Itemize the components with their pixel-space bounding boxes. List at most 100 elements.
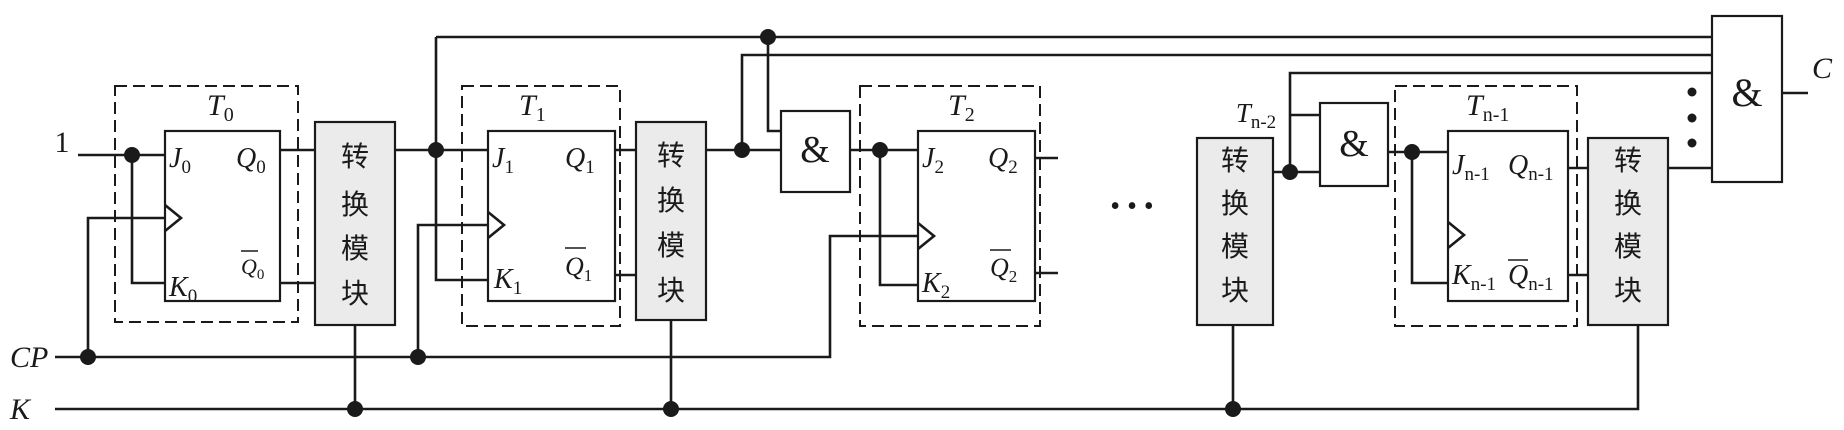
converter-char: 模 [1221,230,1249,263]
t1-j-base: J [492,143,506,174]
and-gate-1 [779,109,852,194]
tn1-j-base: J [1452,150,1466,181]
t2-qbar-sub: 2 [1009,267,1018,286]
cp-to-clk1 [416,223,488,357]
tn1-q-sub: n-1 [1528,164,1553,185]
t2-flipflop [916,129,1037,303]
converter-label-n-1: 转 换 模 块 [1614,144,1642,307]
t2-qbar-base: Q [990,253,1009,282]
converter-char: 转 [1614,144,1642,177]
t1-qbar-label: Q1 [565,252,592,285]
junction-dot [1282,164,1298,180]
clock-triangle-icon [917,221,937,251]
converter-char: 转 [657,139,685,172]
junction-dot [1404,144,1420,160]
t0-k-sub: 0 [188,286,198,307]
t2-group-box [859,85,1041,327]
tn1-j-label: Jn-1 [1452,150,1490,185]
clock-triangle-icon [1447,220,1467,250]
converter-char: 块 [341,277,369,310]
junction-dot [124,147,140,163]
t1-q-base: Q [565,143,585,174]
cp-bus [55,234,918,359]
clock-triangle-icon [487,210,507,240]
final-and-gate-symbol: & [1731,70,1762,115]
converter-char: 换 [341,188,369,221]
t1-k-sub: 1 [513,278,523,299]
converter-char: 换 [1614,187,1642,220]
input-one-label: 1 [55,126,70,159]
converter-char: 转 [1221,144,1249,177]
junction-dot [410,349,426,365]
j0-k0-tie [130,155,165,285]
converter-module-1 [634,120,708,322]
top-tap [766,37,781,133]
and-gate-2 [1318,101,1390,188]
horizontal-ellipsis: • • • [1110,191,1153,222]
converter-label-1: 转 换 模 块 [657,139,685,307]
t0-title: T0 [207,89,234,126]
k-label: K [9,393,32,426]
t1-title-base: T [519,89,538,122]
t1-j-label: J1 [492,143,514,178]
t0-q-sub: 0 [256,157,266,178]
tn1-k-label: Kn-1 [1451,260,1496,295]
t2-j-base: J [922,143,936,174]
tn2-label-base: T [1236,98,1253,128]
tn1-qbar-sub: n-1 [1528,274,1553,295]
tn1-title-base: T [1466,89,1485,122]
converter-char: 换 [1221,187,1249,220]
t1-q-sub: 1 [585,157,595,178]
tn1-qbar-label: Qn-1 [1508,260,1554,295]
t0-qbar-label: Q0 [241,254,264,283]
t1-title: T1 [519,89,546,126]
converter-char: 换 [657,184,685,217]
tn1-qbar-base: Q [1508,260,1528,291]
t0-j-sub: 0 [181,157,191,178]
t2-j-label: J2 [922,143,944,178]
tn1-title: Tn-1 [1466,89,1509,126]
tn1-title-sub: n-1 [1483,104,1510,126]
junction-dot [428,142,444,158]
final-and-gate [1710,14,1784,184]
t1-qbar-base: Q [565,252,584,281]
t0-group-box [114,85,299,323]
tn1-group-box [1394,85,1578,327]
t0-k-base: K [168,272,189,303]
t2-title-sub: 2 [965,104,975,126]
t0-q-label: Q0 [236,143,266,178]
tn1-j-sub: n-1 [1464,164,1489,185]
and-gate-2-symbol: & [1339,123,1369,165]
junction-dots [80,29,1420,417]
t0-flipflop [163,129,282,303]
and-gate-1-symbol: & [800,129,830,171]
converter-char: 模 [341,232,369,265]
t0-qbar-base: Q [241,254,257,279]
t1-q-label: Q1 [565,143,595,178]
t2-q-label: Q2 [988,143,1018,178]
t0-j-label: J0 [169,143,191,178]
tn1-k-sub: n-1 [1471,274,1496,295]
t1-k-label: K1 [493,264,522,299]
junction-dot [1225,401,1241,417]
t2-q-sub: 2 [1008,157,1018,178]
top-wire-3 [1288,71,1712,172]
t2-k-label: K2 [921,268,950,303]
converter-char: 模 [657,229,685,262]
t1-flipflop [486,129,617,303]
tn2-label: Tn-2 [1236,98,1276,133]
t1-title-sub: 1 [536,104,546,126]
wires [55,35,1808,411]
converter-label-n-2: 转 换 模 块 [1221,144,1249,307]
t0-title-sub: 0 [224,104,234,126]
junction-dot [347,401,363,417]
junction-dot [760,29,776,45]
t2-k-sub: 2 [941,282,951,303]
t0-qbar-sub: 0 [257,267,265,283]
t2-title-base: T [948,89,967,122]
tn1-k-base: K [1451,260,1472,291]
tn1-q-base: Q [1508,150,1528,181]
t2-j-sub: 2 [934,157,944,178]
junction-dot [734,142,750,158]
converter-char: 模 [1614,230,1642,263]
